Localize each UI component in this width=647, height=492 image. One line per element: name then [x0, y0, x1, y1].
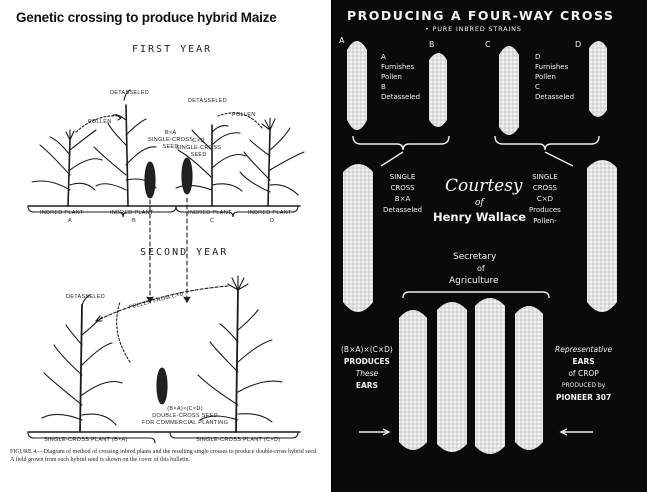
- rep-1: Representative: [555, 344, 612, 356]
- double-cross-line1: (B×A)×(C×D): [142, 406, 228, 413]
- four-way-cross-photo-panel: PRODUCING A FOUR-WAY CROSS • PURE INBRED…: [331, 0, 647, 492]
- representative-label: Representative EARS of CROP PRODUCED by …: [555, 344, 612, 404]
- seed-cxd-line1: C×D: [176, 138, 221, 145]
- inbred-plant-c-label: INBRED PLANT: [188, 210, 232, 216]
- single-cross-left: SINGLE CROSS B×A Detasseled: [383, 172, 422, 216]
- rep-5: PIONEER 307: [555, 392, 612, 404]
- double-cross-line3: FOR COMMERCIAL PLANTING: [142, 420, 228, 427]
- produces-3: These: [341, 368, 393, 380]
- rep-3: of CROP: [555, 368, 612, 380]
- double-cross-line2: DOUBLE-CROSS SEED: [142, 413, 228, 420]
- inbred-plant-a-label: INBRED PLANT: [40, 210, 84, 216]
- note-dc-1: D: [535, 52, 574, 62]
- courtesy-of: of: [475, 198, 484, 208]
- produces-4: EARS: [341, 380, 393, 392]
- single-cross-cxd-label: SINGLE-CROSS PLANT (C×D): [196, 437, 280, 443]
- note-ab: A Furnishes Pollen B Detasseled: [381, 52, 420, 102]
- label-detasseled-b: DETASSELED: [110, 90, 149, 96]
- label-detasseled-second: DETASSELED: [66, 294, 105, 300]
- rep-2: EARS: [555, 356, 612, 368]
- ear-label-d: D: [575, 40, 581, 49]
- courtesy-text: Courtesy: [445, 176, 523, 196]
- agriculture-text: Agriculture: [449, 276, 499, 286]
- inbred-plant-b-letter: B: [132, 218, 136, 224]
- sc-right-4: Produces: [529, 205, 561, 216]
- sc-left-2: CROSS: [383, 183, 422, 194]
- produces-2: PRODUCES: [341, 356, 393, 368]
- henry-wallace: Henry Wallace: [433, 210, 526, 224]
- ear-label-c: C: [485, 40, 491, 49]
- single-cross-bxa-label: SINGLE-CROSS PLANT (B×A): [44, 437, 128, 443]
- inbred-plant-d-label: INBRED PLANT: [248, 210, 292, 216]
- seed-cxd-line3: SEED: [176, 152, 221, 159]
- photo-subtitle: • PURE INBRED STRAINS: [425, 25, 522, 33]
- figure-caption: FIGURE 4.—Diagram of method of crossing …: [10, 448, 322, 464]
- seed-cxd-line2: SINGLE-CROSS: [176, 145, 221, 152]
- sc-right-3: C×D: [529, 194, 561, 205]
- ear-label-b: B: [429, 40, 435, 49]
- note-ab-1: A: [381, 52, 420, 62]
- note-ab-5: Detasseled: [381, 92, 420, 102]
- produces-1: (B×A)×(C×D): [341, 344, 393, 356]
- note-dc-2: Furnishes: [535, 62, 574, 72]
- sc-left-4: Detasseled: [383, 205, 422, 216]
- sc-left-1: SINGLE: [383, 172, 422, 183]
- seed-cxd-label: C×D SINGLE-CROSS SEED: [176, 138, 221, 159]
- sc-left-3: B×A: [383, 194, 422, 205]
- double-cross-seed-label: (B×A)×(C×D) DOUBLE-CROSS SEED FOR COMMER…: [142, 406, 228, 427]
- single-cross-right: SINGLE CROSS C×D Produces Pollen-: [529, 172, 561, 227]
- note-dc: D Furnishes Pollen C Detasseled: [535, 52, 574, 102]
- note-dc-4: C: [535, 82, 574, 92]
- hybrid-diagram-panel: Genetic crossing to produce hybrid Maize…: [0, 0, 331, 492]
- inbred-plant-d-letter: D: [270, 218, 274, 224]
- secretary-of: of: [477, 264, 485, 273]
- secretary-text: Secretary: [453, 252, 496, 262]
- sc-right-2: CROSS: [529, 183, 561, 194]
- inbred-plant-b-label: INBRED PLANT: [110, 210, 154, 216]
- label-detasseled-c: DETASSELED: [188, 98, 227, 104]
- ear-label-a: A: [339, 36, 344, 45]
- note-ab-4: B: [381, 82, 420, 92]
- produces-ears-label: (B×A)×(C×D) PRODUCES These EARS: [341, 344, 393, 392]
- inbred-plant-c-letter: C: [210, 218, 214, 224]
- note-ab-3: Pollen: [381, 72, 420, 82]
- note-dc-5: Detasseled: [535, 92, 574, 102]
- rep-4: PRODUCED by: [555, 380, 612, 392]
- label-pollen: POLLEN: [88, 119, 112, 125]
- inbred-plant-a-letter: A: [68, 218, 72, 224]
- photo-title: PRODUCING A FOUR-WAY CROSS: [347, 8, 614, 23]
- sc-right-1: SINGLE: [529, 172, 561, 183]
- note-ab-2: Furnishes: [381, 62, 420, 72]
- label-pollen-2: POLLEN: [232, 112, 256, 118]
- seed-bxa-line1: B×A: [148, 130, 193, 137]
- note-dc-3: Pollen: [535, 72, 574, 82]
- sc-right-5: Pollen-: [529, 216, 561, 227]
